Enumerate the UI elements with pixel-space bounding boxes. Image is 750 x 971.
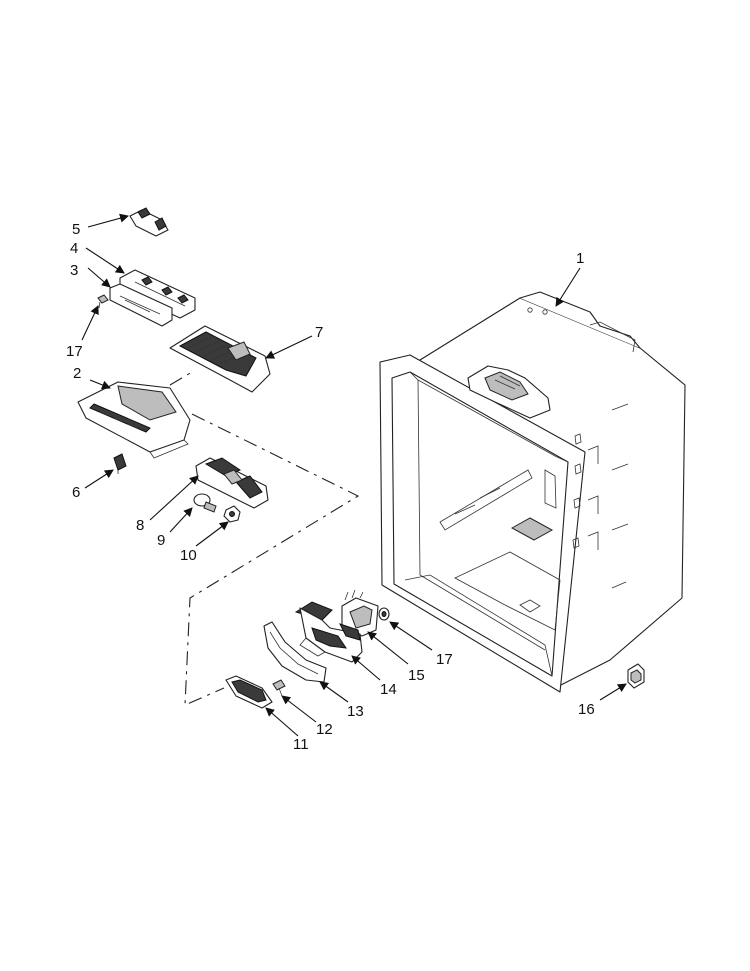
leader-arrows	[81, 213, 627, 737]
callout-10: 10	[180, 547, 197, 564]
callout-6: 6	[72, 484, 80, 501]
callout-5: 5	[72, 221, 80, 238]
part-10-socket	[223, 505, 241, 523]
callout-14: 14	[380, 681, 397, 698]
part-2-control-cover	[77, 381, 191, 459]
callout-1: 1	[576, 250, 584, 267]
callout-7: 7	[315, 324, 323, 341]
part-13-curved-tray	[263, 621, 327, 683]
part-9-bulb	[193, 493, 217, 513]
callout-2: 2	[73, 365, 81, 382]
part-17-washer-right	[378, 607, 390, 621]
callout-12: 12	[316, 721, 333, 738]
part-5-bracket	[129, 207, 169, 237]
part-11-drip-tray	[225, 675, 273, 709]
part-16-screw	[627, 663, 645, 689]
callout-17-right: 17	[436, 651, 453, 668]
part-8-light-housing	[195, 457, 269, 509]
part-6-clip	[113, 453, 127, 474]
assembly-dashed-lines	[169, 371, 360, 706]
part-14-dispenser-cradle	[294, 601, 363, 663]
callout-16: 16	[578, 701, 595, 718]
callout-13: 13	[347, 703, 364, 720]
callout-4: 4	[70, 240, 78, 257]
callout-11: 11	[293, 736, 309, 753]
part-7-air-tower	[169, 325, 271, 393]
callout-9: 9	[157, 532, 165, 549]
callout-17-left: 17	[66, 343, 83, 360]
part-3-control-board	[109, 283, 173, 327]
part-12-screw	[272, 679, 286, 697]
callout-labels: 1 2 3 4 5 6 7 8 9 10 11 12 13 14 15 16 1…	[66, 221, 595, 753]
callout-8: 8	[136, 517, 144, 534]
part-17-fastener-left	[97, 294, 109, 309]
callout-3: 3	[70, 262, 78, 279]
callout-15: 15	[408, 667, 425, 684]
part-1-liner	[379, 291, 686, 693]
